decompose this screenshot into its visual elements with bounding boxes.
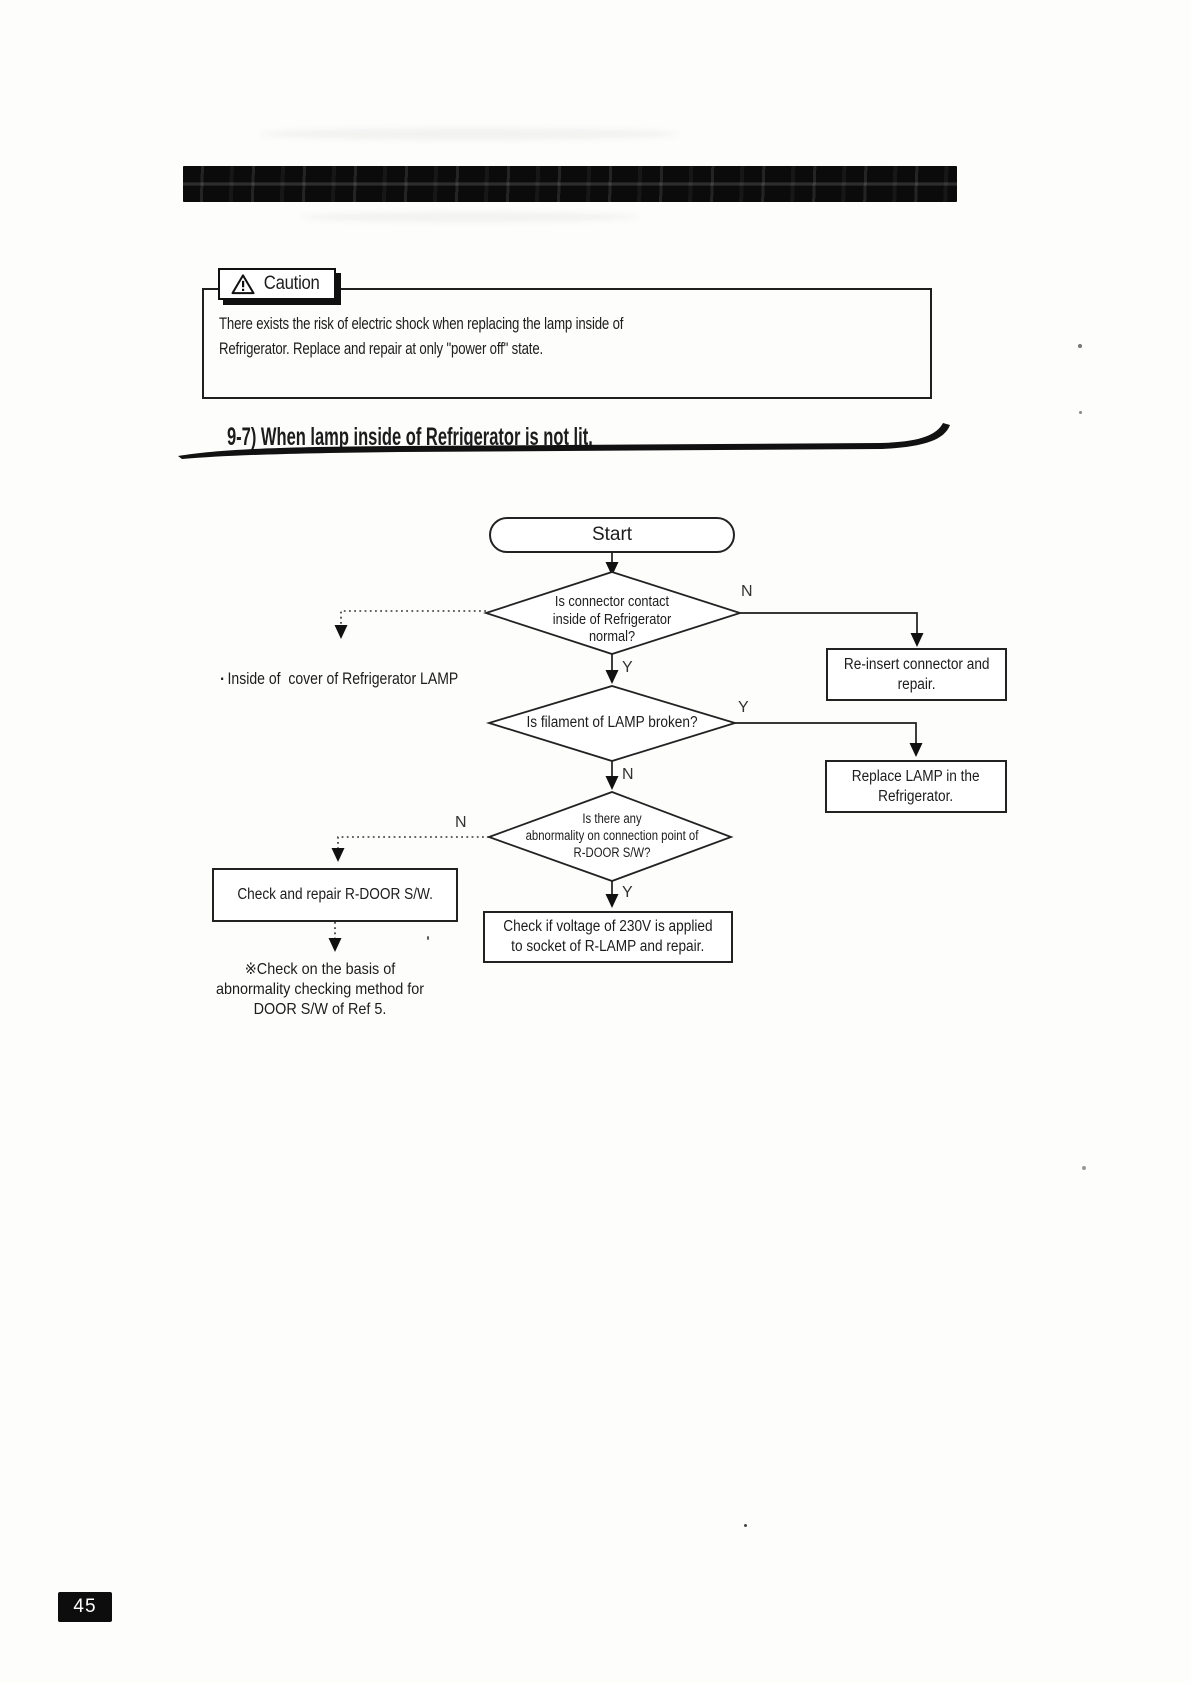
scan-speck [1078,344,1082,348]
note-line: DOOR S/W of Ref 5. [253,1001,387,1018]
action-line: to socket of R-LAMP and repair. [511,938,705,955]
caution-label: Caution [218,268,336,300]
action-line: Check and repair R-DOOR S/W. [237,886,433,903]
note-line: ※Check on the basis of [244,961,396,978]
square-bullet-icon: ▪ [220,674,224,685]
decision-line: Is there any [582,811,642,826]
decision-filament-text: Is filament of LAMP broken? [506,714,717,732]
note-door-method: ※Check on the basis of abnormality check… [194,960,446,1020]
decision-line: inside of Refrigerator [552,611,672,628]
decision-door-switch-text: Is there any abnormality on connection p… [515,810,708,861]
caution-line: There exists the risk of electric shock … [219,315,624,333]
flow-start-label: Start [591,524,633,545]
flow-dotted-connector [337,836,489,850]
arrowhead-down-icon [331,848,345,862]
scan-smudge [300,212,640,222]
note-line: abnormality checking method for [215,981,425,998]
action-line: Refrigerator. [878,787,954,805]
caution-box: There exists the risk of electric shock … [202,288,932,399]
decision-line: normal? [588,629,636,645]
caution-line: Refrigerator. Replace and repair at only… [219,340,544,358]
arrowhead-down-icon [334,625,348,639]
scan-speck [427,936,429,940]
decision-line: abnormality on connection point of [525,828,699,843]
action-check-voltage: Check if voltage of 230V is applied to s… [483,911,733,963]
action-reinsert-connector: Re-insert connector and repair. [826,648,1007,701]
scan-speck [1079,411,1082,414]
caution-label-text: Caution [263,273,320,294]
section-title: 9-7) When lamp inside of Refrigerator is… [227,423,593,451]
arrowhead-down-icon [605,670,619,684]
scan-speck [1082,1166,1086,1170]
action-line: Re-insert connector and [843,655,990,673]
flow-dotted-connector [340,610,486,627]
decision-line: Is filament of LAMP broken? [526,714,698,731]
arrowhead-down-icon [909,743,923,757]
arrowhead-down-icon [605,894,619,908]
branch-label-n: N [741,583,753,600]
arrowhead-down-icon [328,938,342,952]
branch-label-y: Y [622,884,633,901]
branch-label-y: Y [738,699,749,716]
page-header-bar [183,166,957,202]
action-line: repair. [897,675,936,693]
action-replace-lamp: Replace LAMP in the Refrigerator. [825,760,1007,813]
decision-line: R-DOOR S/W? [573,845,651,860]
action-check-door-switch: Check and repair R-DOOR S/W. [212,868,458,922]
page-number-badge: 45 [58,1592,112,1622]
arrowhead-down-icon [605,776,619,790]
flow-connector [740,612,918,634]
branch-label-y: Y [622,659,633,676]
arrowhead-down-icon [605,562,619,576]
caution-body: There exists the risk of electric shock … [219,312,623,362]
flow-connector [735,722,917,744]
scan-speck [744,1524,747,1527]
action-line: Replace LAMP in the [852,767,980,785]
arrowhead-down-icon [910,633,924,647]
warning-triangle-icon [231,273,255,294]
flow-start-node: Start [489,517,735,553]
note-lamp-cover: ▪ Inside of cover of Refrigerator LAMP [205,651,459,708]
action-line: Check if voltage of 230V is applied [503,918,713,935]
decision-connector-text: Is connector contact inside of Refrigera… [515,594,709,647]
decision-line: Is connector contact [554,594,670,610]
note-lamp-cover-text: Inside of cover of Refrigerator LAMP [227,670,459,688]
branch-label-n: N [455,814,467,831]
branch-label-n: N [622,766,634,783]
scan-smudge [260,128,680,140]
